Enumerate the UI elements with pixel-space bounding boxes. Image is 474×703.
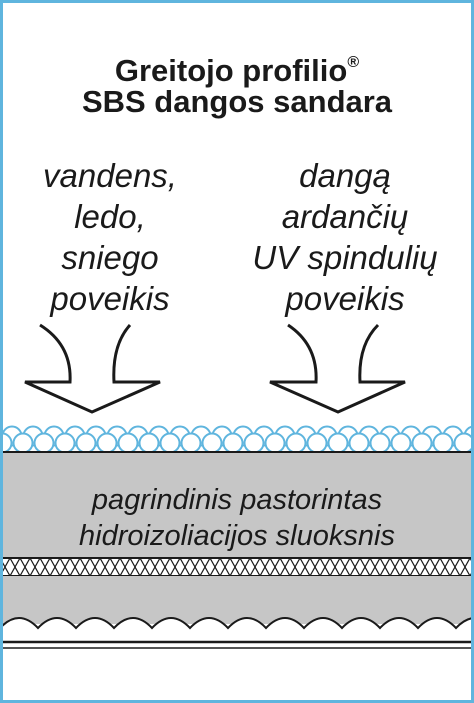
mineral-granules-layer [3,425,471,454]
granule [369,432,391,454]
left-label-line: ledo, [74,198,146,235]
granule [432,432,454,454]
granule [54,432,76,454]
bitumen-layer [3,452,471,558]
granule [12,432,34,454]
right-label-line: dangą [299,157,391,194]
granule [96,432,118,454]
granule [222,432,244,454]
granule [285,432,307,454]
granule [201,432,223,454]
granule [264,432,286,454]
granule [411,432,433,454]
title-text: Greitojo profilio [114,53,348,88]
left-label: vandens, ledo, sniego poveikis [10,155,210,319]
granule [327,432,349,454]
left-arrow-icon [24,323,161,414]
right-label-line: UV spindulių [252,239,438,276]
left-label-line: poveikis [50,280,170,317]
granule [159,432,181,454]
right-label-line: ardančių [281,198,409,235]
granule [306,432,328,454]
granule [3,432,13,454]
granule [75,432,97,454]
granule [117,432,139,454]
granule [453,432,471,454]
right-label-line: poveikis [285,280,405,317]
granule [348,432,370,454]
left-label-line: vandens, [43,157,177,194]
reinforcement-mesh [3,558,471,576]
title-line-2: SBS dangos sandara [81,84,393,119]
granule [138,432,160,454]
granule [243,432,265,454]
granule [180,432,202,454]
left-label-line: sniego [61,239,159,276]
profiled-bottom-wave [3,617,471,643]
title-line-1: Greitojo profilio® [0,44,474,90]
main-layer-label-line-1: pagrindinis pastorintas [91,484,383,516]
lower-bitumen-layer [3,576,471,624]
registered-mark: ® [347,54,360,71]
right-arrow-icon [269,323,406,414]
main-layer-label-line-2: hidroizoliacijos sluoksnis [79,520,395,552]
granule [390,432,412,454]
right-label: dangą ardančių UV spindulių poveikis [225,155,465,319]
granule [33,432,55,454]
